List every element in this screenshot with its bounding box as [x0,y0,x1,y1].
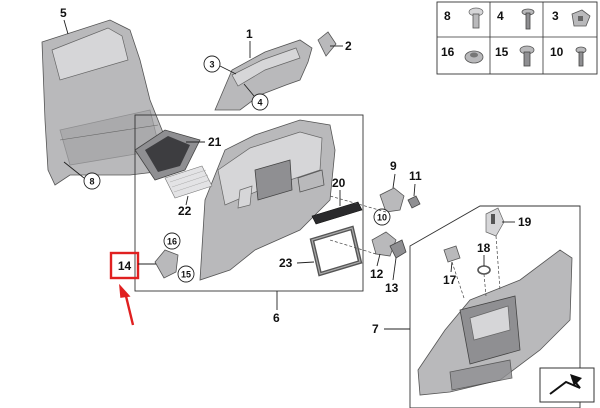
callout-3: 3 [209,60,214,70]
leader-5 [63,19,69,35]
clip-8-icon [468,7,484,29]
callout-15: 15 [181,270,191,280]
callout-16: 16 [167,237,177,247]
leader-3 [219,65,237,75]
part-22-mesh-pad [164,165,213,199]
callout-4: 4 [257,98,262,108]
assembly-guide-lines [329,195,501,299]
callout-5: 5 [60,6,67,20]
leader-11 [413,183,416,197]
callout-10: 10 [377,213,387,223]
callout-15-circle [177,265,195,283]
leader-17 [450,261,453,273]
callout-10-circle [373,208,391,226]
part-7-lower-trim [417,249,573,396]
part-19-bracket [485,207,505,237]
callout-11: 11 [409,169,422,183]
highlight-arrow [119,283,135,326]
callout-12: 12 [370,267,384,281]
callout-21: 21 [208,135,222,149]
legend-4: 4 [497,9,504,23]
callout-17: 17 [443,273,457,287]
callout-8-circle [83,172,101,190]
part-13-cap [389,239,407,259]
callout-20: 20 [332,176,346,190]
orientation-arrow-icon [539,367,595,403]
assembly-box-7 [409,205,581,408]
callout-9: 9 [390,159,397,173]
part-1-pillar-trim [214,31,337,111]
part-11-clip [407,195,421,209]
screw-4-icon [521,8,535,30]
callout-8: 8 [89,177,94,187]
callout-16-circle [163,232,181,250]
legend-8: 8 [444,9,451,23]
legend-3: 3 [552,9,559,23]
leader-8 [63,161,85,179]
part-18-ring [477,265,491,275]
callout-4-circle [251,93,269,111]
callout-22: 22 [178,204,192,218]
callout-23: 23 [279,256,293,270]
part-23-frame [309,225,363,277]
part-17-clip [443,245,461,263]
part-20-strip [311,201,363,225]
legend-15: 15 [495,45,509,59]
callout-13: 13 [385,281,399,295]
part-6-lower-side-trim [199,119,336,281]
leader-12 [376,253,381,267]
legend-10: 10 [550,45,564,59]
part-21-storage-pocket [134,129,201,181]
callout-19: 19 [518,215,532,229]
legend-16: 16 [441,45,455,59]
leader-22 [185,195,189,206]
callout-18: 18 [477,241,491,255]
callout-2: 2 [345,39,352,53]
leader-23 [296,261,315,264]
fastener-legend: 8 4 3 16 15 10 [436,1,598,75]
nut-3-icon [571,9,591,27]
callout-6: 6 [273,311,280,325]
screw-10-icon [575,46,587,67]
callout-1: 1 [246,27,253,41]
leader-4 [243,83,255,97]
callout-14: 14 [118,259,132,273]
callout-3-circle [203,55,221,73]
part-12-bracket [371,231,397,257]
part-14-bracket [154,249,179,279]
leader-13 [392,257,397,281]
part-9-bracket [379,187,405,213]
assembly-box-6 [134,114,364,292]
callout-7: 7 [372,322,379,336]
bolt-15-icon [519,45,535,67]
nut-16-icon [464,50,484,64]
highlight-box-14 [109,251,140,280]
leader-9 [392,173,396,189]
